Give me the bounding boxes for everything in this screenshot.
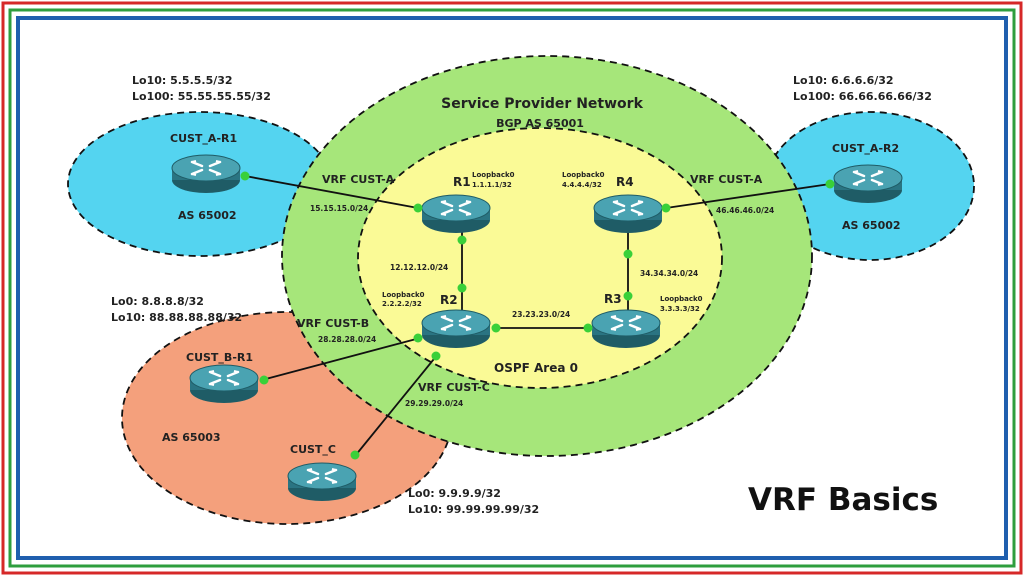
r1-loopback-label: Loopback0	[472, 171, 515, 179]
cust-b-r1-name: CUST_B-R1	[186, 351, 253, 364]
vrf-cust-c-label: VRF CUST-C	[418, 381, 490, 394]
r2-name: R2	[440, 293, 458, 307]
link-endpoint	[259, 375, 269, 385]
link-endpoint	[491, 323, 501, 333]
link-r2-custb	[261, 337, 421, 381]
cust-c-lo0: Lo0: 9.9.9.9/32	[408, 487, 501, 500]
link-endpoint	[583, 323, 593, 333]
router-icon	[832, 163, 904, 205]
r3-loopback-label: Loopback0	[660, 295, 703, 303]
r1-loopback-ip: 1.1.1.1/32	[472, 181, 512, 189]
cust-a-r1-name: CUST_A-R1	[170, 132, 237, 145]
caption-vrf-basics: VRF Basics	[748, 482, 938, 518]
link-endpoint	[457, 283, 467, 293]
cust-b-r1-lo0: Lo0: 8.8.8.8/32	[111, 295, 204, 308]
vrf-cust-b-label: VRF CUST-B	[297, 317, 369, 330]
border-blue	[16, 16, 1008, 560]
link-r4-custa2	[665, 183, 831, 209]
sp-title: Service Provider Network	[441, 96, 643, 112]
link-endpoint	[413, 333, 423, 343]
link-endpoint	[431, 351, 441, 361]
router-icon	[170, 153, 242, 195]
link-endpoint	[457, 235, 467, 245]
cust-c-lo10: Lo10: 99.99.99.99/32	[408, 503, 539, 516]
sp-subtitle: BGP AS 65001	[496, 117, 584, 130]
vrf-cust-a-left-label: VRF CUST-A	[322, 173, 395, 186]
cust-a-r2-name: CUST_A-R2	[832, 142, 899, 155]
link-endpoint	[350, 450, 360, 460]
router-icon	[188, 363, 260, 405]
ospf-area-zone	[357, 127, 723, 389]
subnet-r2-r3: 23.23.23.0/24	[512, 310, 570, 319]
link-endpoint	[623, 249, 633, 259]
cust-a-r2-lo10: Lo10: 6.6.6.6/32	[793, 74, 894, 87]
r2-loopback-label: Loopback0	[382, 291, 425, 299]
r3-loopback-ip: 3.3.3.3/32	[660, 305, 700, 313]
subnet-r1-r2: 12.12.12.0/24	[390, 263, 448, 272]
vrf-cust-a-right-label: VRF CUST-A	[690, 173, 763, 186]
router-icon	[592, 193, 664, 235]
link-r2-custc	[354, 353, 439, 457]
cust-a-r2-lo100: Lo100: 66.66.66.66/32	[793, 90, 932, 103]
cust-c-name: CUST_C	[290, 443, 336, 456]
link-endpoint	[661, 203, 671, 213]
link-endpoint	[825, 179, 835, 189]
link-endpoint	[240, 171, 250, 181]
r4-loopback-ip: 4.4.4.4/32	[562, 181, 602, 189]
r2-loopback-ip: 2.2.2.2/32	[382, 300, 422, 308]
cust-b-r1-as: AS 65003	[162, 431, 221, 444]
cust-a-r2-as: AS 65002	[842, 219, 901, 232]
r4-name: R4	[616, 175, 634, 189]
link-endpoints	[240, 171, 835, 460]
router-icon	[590, 308, 662, 350]
link-endpoint	[623, 291, 633, 301]
subnet-r3-r4: 34.34.34.0/24	[640, 269, 698, 278]
subnet-r4-custa2: 46.46.46.0/24	[716, 206, 774, 215]
cust-b-r1-lo10: Lo10: 88.88.88.88/32	[111, 311, 242, 324]
router-icon	[286, 461, 358, 503]
link-custa1-r1	[244, 175, 419, 209]
ospf-area-label: OSPF Area 0	[494, 361, 578, 375]
subnet-r1-custa1: 15.15.15.0/24	[310, 204, 368, 213]
r3-name: R3	[604, 292, 622, 306]
cust-a-r1-as: AS 65002	[178, 209, 237, 222]
subnet-r2-custc: 29.29.29.0/24	[405, 399, 463, 408]
router-icon	[420, 193, 492, 235]
r4-loopback-label: Loopback0	[562, 171, 605, 179]
router-icon	[420, 308, 492, 350]
link-endpoint	[413, 203, 423, 213]
cust-a-r1-lo100: Lo100: 55.55.55.55/32	[132, 90, 271, 103]
cust-a-r1-lo10: Lo10: 5.5.5.5/32	[132, 74, 233, 87]
border-green	[8, 8, 1016, 568]
r1-name: R1	[453, 175, 471, 189]
subnet-r2-custb: 28.28.28.0/24	[318, 335, 376, 344]
